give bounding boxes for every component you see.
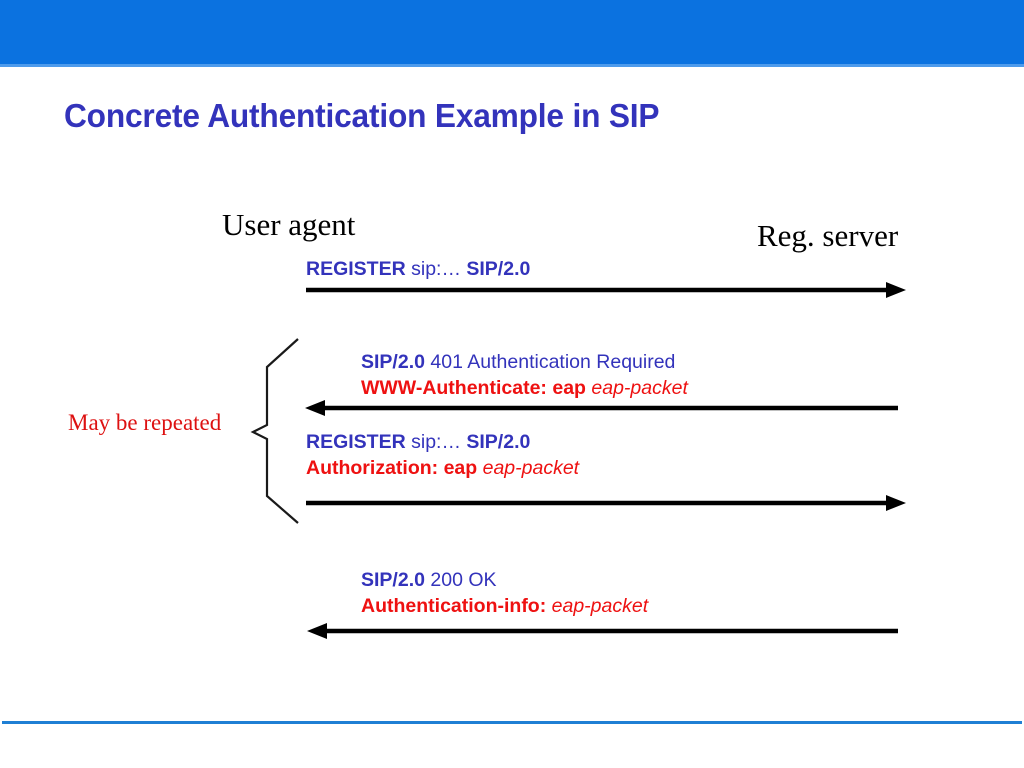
message-token: SIP/2.0 [361, 351, 425, 373]
page-title: Concrete Authentication Example in SIP [64, 97, 660, 134]
message-token: eap-packet [551, 595, 649, 617]
message-token: REGISTER [306, 258, 406, 280]
top-color-band [0, 0, 1024, 64]
message-token: : [539, 595, 552, 617]
message-token: eap [552, 377, 586, 399]
bottom-rule [2, 721, 1022, 724]
endpoint-label-user-agent: User agent [222, 207, 356, 242]
message-token: WWW-Authenticate [361, 377, 541, 399]
message-token: Authentication-info [361, 595, 540, 617]
arrow-left-icon [300, 397, 912, 424]
endpoint-label-reg-server: Reg. server [757, 218, 899, 253]
message-token: eap [443, 457, 478, 479]
message-token: REGISTER [306, 431, 406, 453]
message-line: REGISTER sip:… SIP/2.0 [306, 429, 579, 455]
message-token: eap-packet [591, 377, 688, 399]
arrow-right-icon [300, 279, 912, 306]
message-token: 200 OK [424, 569, 497, 591]
message-token: sip:… [405, 431, 467, 453]
top-band-hairline [0, 64, 1024, 67]
message-line: Authorization: eap eap-packet [306, 455, 579, 481]
may-be-repeated-label: May be repeated [68, 410, 222, 435]
message-text-register-2: REGISTER sip:… SIP/2.0 Authorization: ea… [306, 429, 579, 481]
message-line: REGISTER sip:… SIP/2.0 [306, 256, 530, 282]
curly-brace-icon [248, 336, 308, 531]
arrow-left-icon [300, 620, 912, 647]
message-text-response-200: SIP/2.0 200 OK Authentication-info: eap-… [361, 567, 648, 619]
message-token: : [431, 457, 444, 479]
arrow-right-icon [300, 492, 912, 519]
message-token: eap-packet [482, 457, 580, 479]
message-token: sip:… [405, 258, 467, 280]
message-text-response-401: SIP/2.0 401 Authentication Required WWW-… [361, 349, 688, 401]
message-token: SIP/2.0 [466, 258, 531, 280]
message-line: WWW-Authenticate: eap eap-packet [361, 375, 688, 401]
message-token: 401 Authentication Required [424, 351, 676, 373]
message-text-register-1: REGISTER sip:… SIP/2.0 [306, 256, 530, 282]
message-token: Authorization [306, 457, 432, 479]
message-line: Authentication-info: eap-packet [361, 593, 648, 619]
message-token: SIP/2.0 [466, 431, 531, 453]
message-line: SIP/2.0 401 Authentication Required [361, 349, 688, 375]
message-token: SIP/2.0 [361, 569, 425, 591]
message-line: SIP/2.0 200 OK [361, 567, 648, 593]
message-token: : [540, 377, 553, 399]
